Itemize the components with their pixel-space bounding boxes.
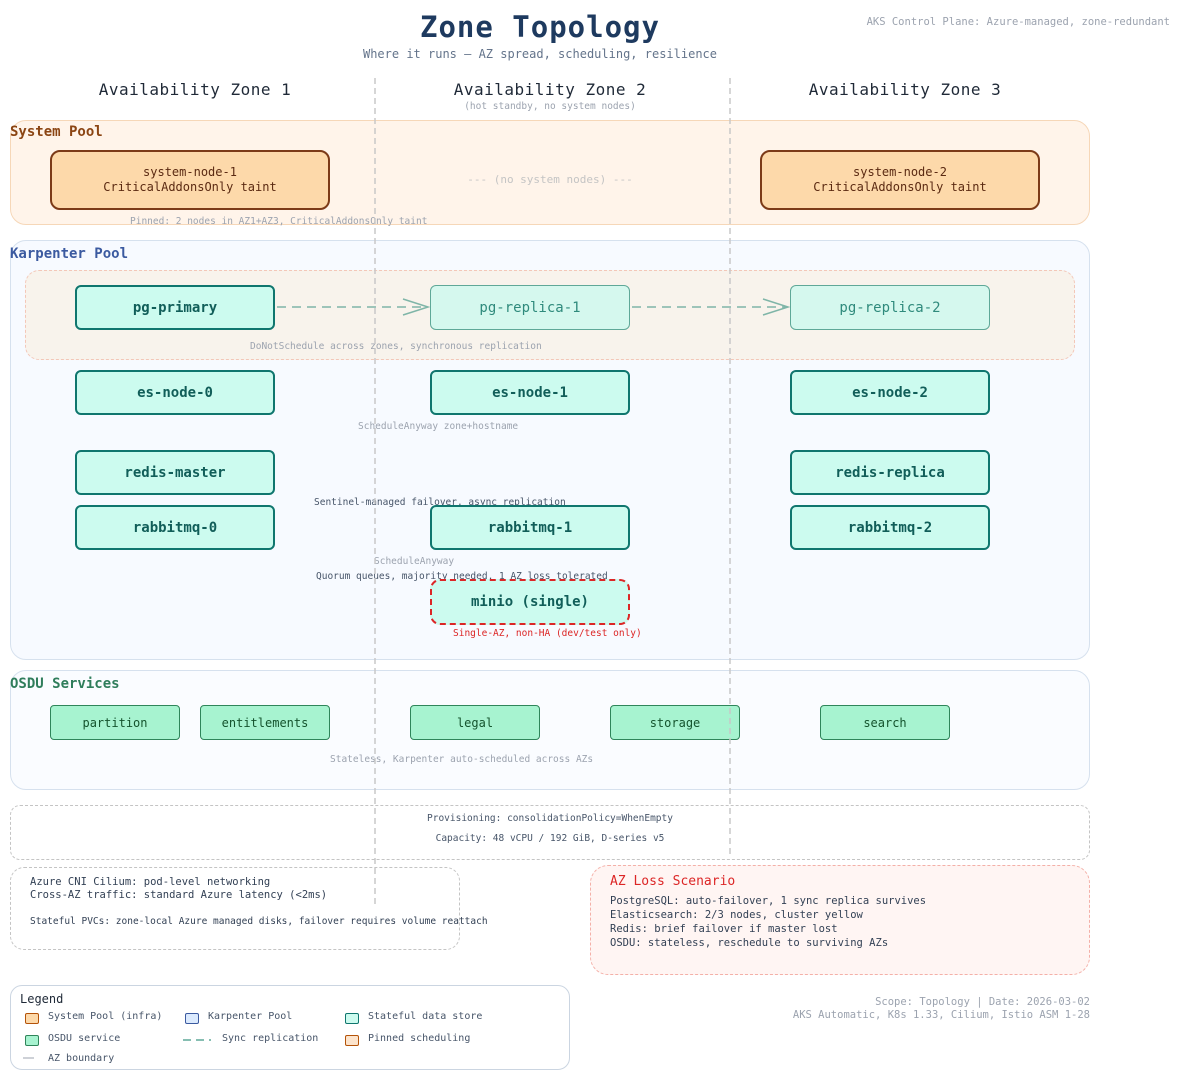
redis-replica-node[interactable]: redis-replica — [790, 450, 990, 495]
network-line-1: Azure CNI Cilium: pod-level networking — [30, 876, 271, 888]
legend-swatch-system — [25, 1013, 39, 1024]
pg-primary-node[interactable]: pg-primary — [75, 285, 275, 330]
legend-sync: Sync replication — [222, 1033, 319, 1044]
service-storage[interactable]: storage — [610, 705, 740, 740]
es-node-2[interactable]: es-node-2 — [790, 370, 990, 415]
pg-note: DoNotSchedule across zones, synchronous … — [250, 341, 542, 352]
zone-2-header: Availability Zone 2 — [453, 80, 647, 99]
legend-osdu: OSDU service — [48, 1033, 121, 1044]
az-loss-title: AZ Loss Scenario — [610, 874, 736, 889]
karpenter-pool-label: Karpenter Pool — [10, 246, 129, 262]
az-loss-line-3: Redis: brief failover if master lost — [610, 923, 838, 935]
replication-arrowhead-1 — [402, 298, 431, 316]
page-subtitle: Where it runs — AZ spread, scheduling, r… — [362, 47, 717, 61]
replication-arrowhead-2 — [762, 298, 791, 316]
service-search[interactable]: search — [820, 705, 950, 740]
osdu-label: OSDU Services — [10, 676, 120, 692]
legend-pinned: Pinned scheduling — [368, 1033, 471, 1044]
system-node-1-name: system-node-1 — [143, 165, 237, 179]
system-pool-label: System Pool — [10, 124, 103, 140]
legend-swatch-stateful — [345, 1013, 359, 1024]
legend-swatch-osdu — [25, 1035, 39, 1046]
rabbitmq-2-node[interactable]: rabbitmq-2 — [790, 505, 990, 550]
provisioning-box — [10, 805, 1090, 860]
az-loss-box — [590, 865, 1090, 975]
network-line-3: Stateful PVCs: zone-local Azure managed … — [30, 916, 488, 927]
legend-swatch-pinned — [345, 1035, 359, 1046]
pg-replica-1-node[interactable]: pg-replica-1 — [430, 285, 630, 330]
minio-note: Single-AZ, non-HA (dev/test only) — [453, 628, 642, 639]
provisioning-line-2: Capacity: 48 vCPU / 192 GiB, D-series v5 — [435, 833, 665, 844]
system-node-1[interactable]: system-node-1 CriticalAddonsOnly taint — [50, 150, 330, 210]
footer-scope: Scope: Topology | Date: 2026-03-02 — [875, 996, 1090, 1008]
es-node-0[interactable]: es-node-0 — [75, 370, 275, 415]
legend-karpenter: Karpenter Pool — [208, 1011, 293, 1022]
system-node-2-name: system-node-2 — [853, 165, 947, 179]
az-loss-line-4: OSDU: stateless, reschedule to surviving… — [610, 937, 889, 949]
service-entitlements[interactable]: entitlements — [200, 705, 330, 740]
system-pool-note: Pinned: 2 nodes in AZ1+AZ3, CriticalAddo… — [130, 216, 428, 227]
page-title: Zone Topology — [420, 10, 660, 44]
osdu-note: Stateless, Karpenter auto-scheduled acro… — [330, 754, 594, 765]
network-line-2: Cross-AZ traffic: standard Azure latency… — [30, 889, 328, 901]
zone-2-note: (hot standby, no system nodes) — [464, 101, 636, 112]
rabbitmq-note-1: ScheduleAnyway — [374, 556, 455, 567]
footer-platform: AKS Automatic, K8s 1.33, Cilium, Istio A… — [792, 1009, 1090, 1021]
legend-box — [10, 985, 570, 1070]
zone-1-header: Availability Zone 1 — [98, 80, 292, 99]
rabbitmq-note-2: Quorum queues, majority needed, 1 AZ los… — [316, 571, 608, 582]
az-loss-line-1: PostgreSQL: auto-failover, 1 sync replic… — [610, 895, 927, 907]
legend-swatch-karpenter — [185, 1013, 199, 1024]
legend-swatch-sync — [183, 1039, 211, 1041]
service-partition[interactable]: partition — [50, 705, 180, 740]
redis-master-node[interactable]: redis-master — [75, 450, 275, 495]
system-node-2[interactable]: system-node-2 CriticalAddonsOnly taint — [760, 150, 1040, 210]
control-plane-note: AKS Control Plane: Azure-managed, zone-r… — [866, 16, 1170, 28]
legend-az-boundary: AZ boundary — [48, 1053, 115, 1064]
zone-3-header: Availability Zone 3 — [808, 80, 1002, 99]
pg-replica-2-node[interactable]: pg-replica-2 — [790, 285, 990, 330]
minio-node[interactable]: minio (single) — [430, 579, 630, 625]
az-loss-line-2: Elasticsearch: 2/3 nodes, cluster yellow — [610, 909, 863, 921]
system-node-2-taint: CriticalAddonsOnly taint — [813, 180, 987, 194]
system-node-1-taint: CriticalAddonsOnly taint — [103, 180, 277, 194]
legend-system: System Pool (infra) — [48, 1011, 163, 1022]
network-box — [10, 867, 460, 950]
service-legal[interactable]: legal — [410, 705, 540, 740]
provisioning-line-1: Provisioning: consolidationPolicy=WhenEm… — [427, 813, 673, 824]
es-note: ScheduleAnyway zone+hostname — [358, 421, 519, 432]
no-system-nodes-note: --- (no system nodes) --- — [467, 173, 633, 186]
legend-title: Legend — [20, 992, 64, 1006]
legend-swatch-az — [23, 1057, 34, 1059]
rabbitmq-1-node[interactable]: rabbitmq-1 — [430, 505, 630, 550]
rabbitmq-0-node[interactable]: rabbitmq-0 — [75, 505, 275, 550]
redis-note: Sentinel-managed failover, async replica… — [314, 497, 566, 508]
legend-stateful: Stateful data store — [368, 1011, 483, 1022]
es-node-1[interactable]: es-node-1 — [430, 370, 630, 415]
